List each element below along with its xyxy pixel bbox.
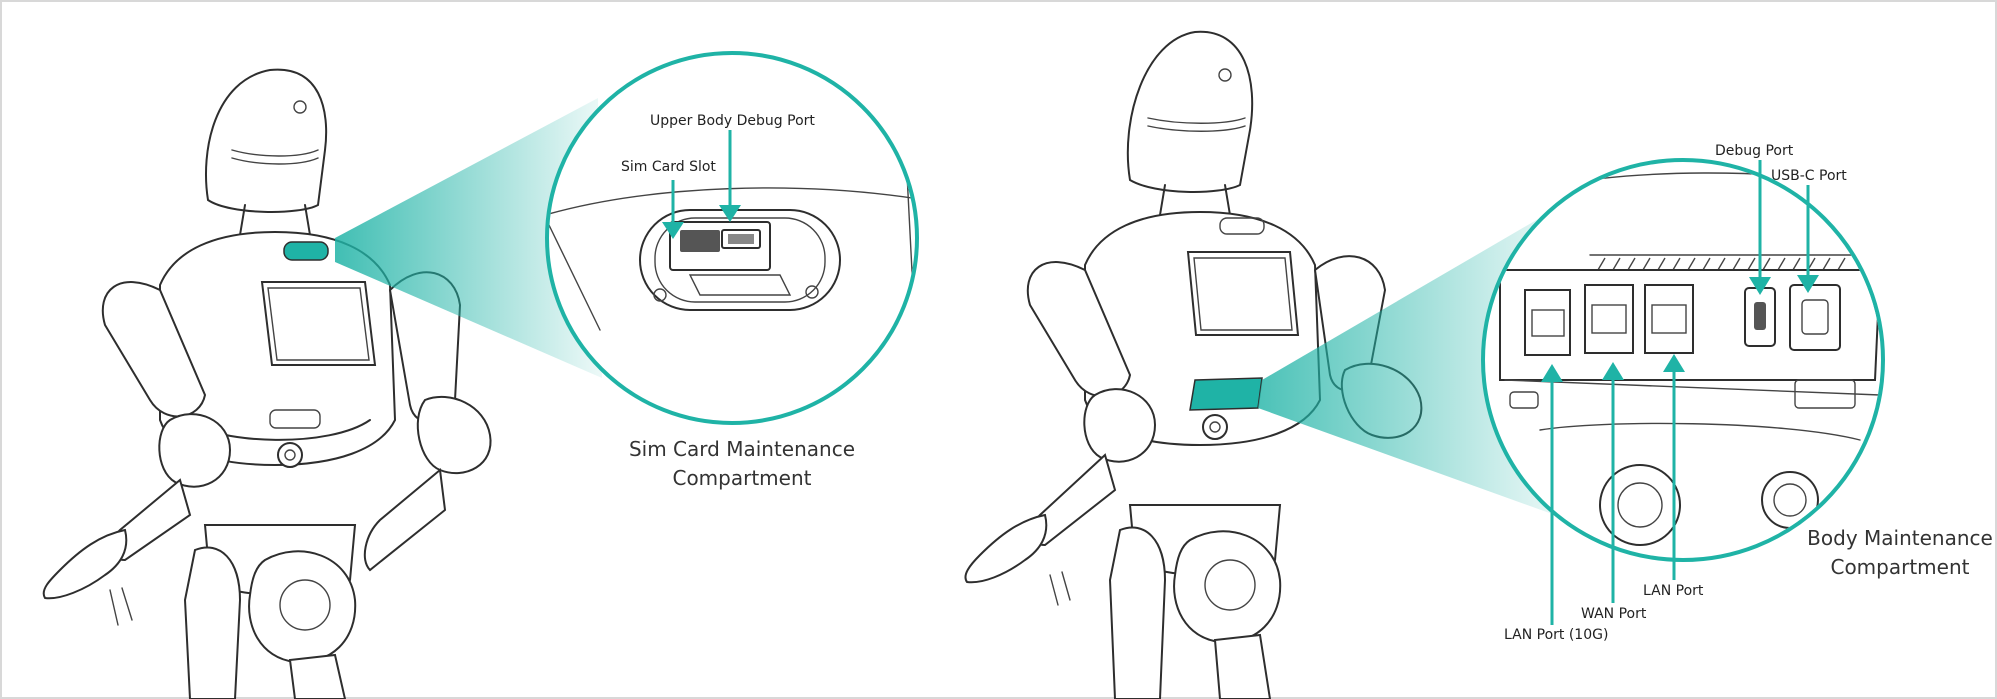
robot-left: [42, 68, 492, 699]
left-zoom-callout: Upper Body Debug Port Sim Card Slot: [545, 51, 919, 425]
label-lan-port: LAN Port: [1643, 583, 1704, 599]
label-sim-card-slot: Sim Card Slot: [621, 159, 716, 175]
right-lower-knob-b-icon: [1761, 471, 1819, 529]
label-usb-c-port: USB-C Port: [1771, 168, 1847, 184]
robot-left-head-sensor-icon: [293, 100, 307, 114]
robot-left-arm-upper-b: [416, 395, 492, 475]
left-callout-title-line2: Compartment: [672, 466, 811, 490]
lan-port-icon: [1644, 284, 1694, 354]
robot-right-body-compartment-highlight: [1189, 377, 1263, 411]
label-wan-port: WAN Port: [1581, 606, 1647, 622]
left-callout-title-line1: Sim Card Maintenance: [629, 437, 855, 461]
robot-left-hip-joint: [248, 550, 357, 664]
robot-right-hip-joint: [1173, 530, 1282, 644]
left-callout-beam: [335, 98, 602, 378]
right-callout-beam: [1258, 215, 1555, 515]
robot-right-head: [1126, 30, 1254, 193]
right-callout-title-line1: Body Maintenance: [1807, 526, 1993, 550]
robot-left-sim-compartment-highlight: [283, 241, 329, 261]
label-upper-body-debug-port: Upper Body Debug Port: [650, 113, 815, 129]
robot-right-chest-screen: [1186, 251, 1300, 336]
robot-right-head-sensor-icon: [1218, 68, 1232, 82]
label-debug-port: Debug Port: [1715, 143, 1794, 159]
label-lan-port-10g: LAN Port (10G): [1504, 627, 1608, 643]
robot-left-chest-screen: [260, 281, 377, 366]
right-zoom-callout: Debug Port USB-C Port LAN Port WAN Port …: [1481, 143, 1885, 643]
robot-left-head: [205, 68, 328, 213]
robot-left-hand-a: [42, 528, 128, 600]
wan-port-icon: [1584, 284, 1634, 354]
robot-left-arm-upper-a: [101, 281, 207, 418]
robot-right-hand: [964, 513, 1048, 584]
robot-right-waist-button-icon: [1202, 414, 1228, 440]
right-callout-title-line2: Compartment: [1830, 555, 1969, 579]
robot-left-waist-button-icon: [277, 442, 303, 468]
right-lower-knob-a-icon: [1599, 464, 1681, 546]
sim-card-slot-icon: [680, 230, 720, 252]
usb-c-port-icon: [1789, 284, 1841, 351]
